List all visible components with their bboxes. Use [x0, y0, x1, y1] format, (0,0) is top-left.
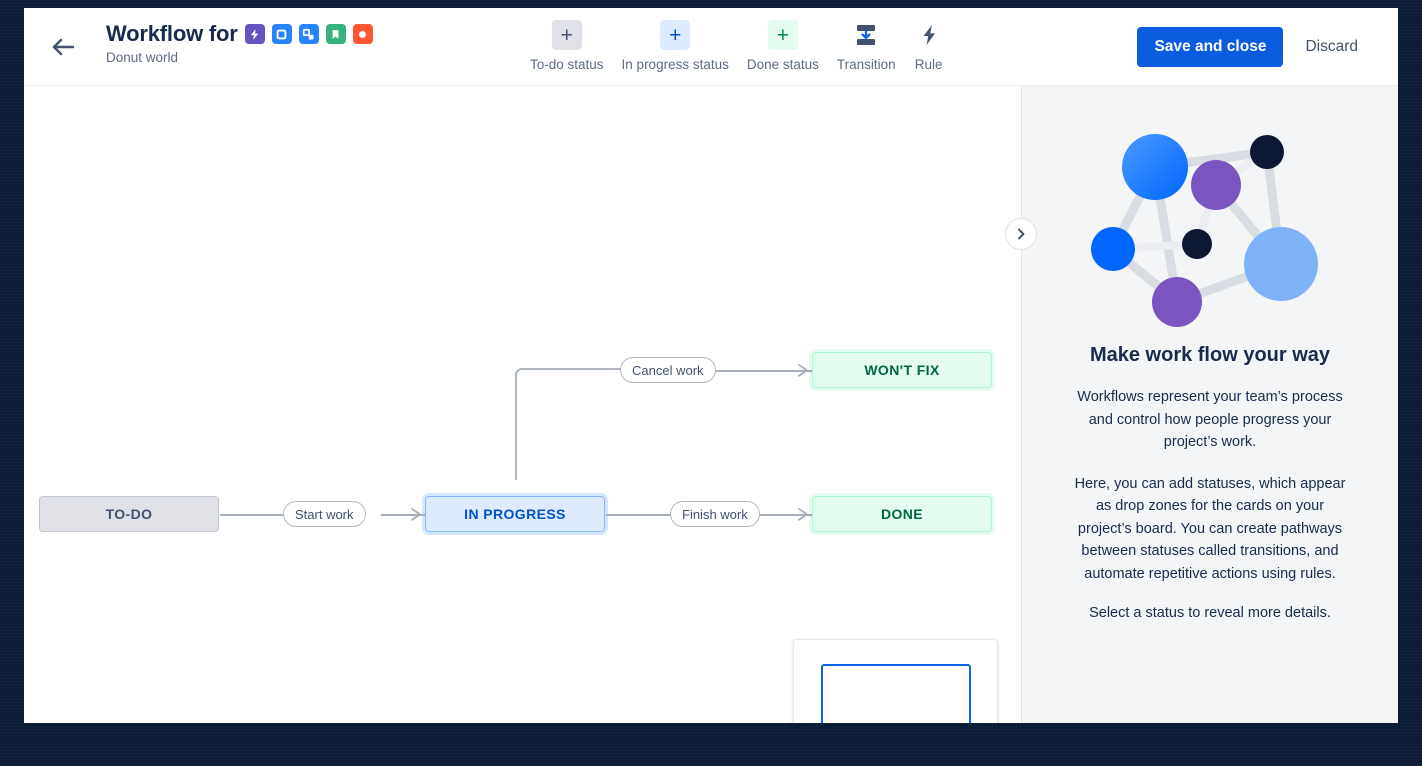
- app-header: Workflow for: [24, 8, 1398, 86]
- edge-progress-to-finish: [606, 514, 692, 516]
- transition-icon: [851, 20, 881, 50]
- panel-title: Make work flow your way: [1089, 344, 1331, 366]
- edge-progress-to-wontfix: [515, 368, 666, 480]
- back-button[interactable]: [46, 30, 80, 64]
- info-side-panel: Make work flow your way Workflows repres…: [1021, 86, 1398, 723]
- toolbar-label: To-do status: [530, 57, 604, 72]
- save-and-close-button[interactable]: Save and close: [1137, 27, 1284, 67]
- title-block: Workflow for: [106, 21, 373, 65]
- plus-icon: +: [660, 20, 691, 50]
- add-transition-button[interactable]: Transition: [828, 20, 905, 72]
- toolbar-label: Done status: [746, 57, 819, 72]
- panel-paragraph-3: Select a status to reveal more details.: [1089, 605, 1331, 621]
- status-node-done[interactable]: DONE: [812, 496, 992, 532]
- collapse-panel-button[interactable]: [1005, 218, 1037, 250]
- page-subtitle: Donut world: [106, 50, 179, 65]
- discard-button[interactable]: Discard: [1291, 27, 1372, 67]
- header-actions: Save and close Discard: [1137, 27, 1372, 67]
- subtask-icon: [298, 24, 319, 44]
- panel-paragraph-2: Here, you can add statuses, which appear…: [1074, 475, 1346, 582]
- panel-paragraph-1: Workflows represent your team’s process …: [1077, 389, 1343, 450]
- workflow-canvas[interactable]: Start work Finish work Cancel work TO-DO…: [24, 86, 1021, 723]
- arrowhead-icon: [798, 508, 808, 521]
- page-title: Workflow for: [106, 21, 238, 46]
- edge-cancel-to-wontfix: [714, 370, 812, 372]
- add-todo-status-button[interactable]: + To-do status: [521, 20, 613, 72]
- plus-icon: +: [767, 20, 798, 50]
- transition-label-cancel-work[interactable]: Cancel work: [620, 357, 716, 383]
- editor-body: Start work Finish work Cancel work TO-DO…: [24, 86, 1398, 723]
- title-row: Workflow for: [106, 21, 373, 47]
- edge-finish-to-done: [754, 514, 812, 516]
- epic-icon: [244, 24, 265, 44]
- toolbar: + To-do status + In progress status + Do…: [521, 20, 953, 72]
- toolbar-label: Transition: [836, 57, 896, 72]
- network-nodes-illustration: [1085, 112, 1335, 330]
- edge-todo-to-start: [220, 514, 318, 516]
- add-done-status-button[interactable]: + Done status: [738, 20, 828, 72]
- status-node-in-progress[interactable]: IN PROGRESS: [425, 496, 605, 532]
- add-rule-button[interactable]: Rule: [905, 20, 953, 72]
- transition-label-start-work[interactable]: Start work: [283, 501, 366, 527]
- toolbar-label: Rule: [914, 57, 943, 72]
- rule-icon: [914, 20, 944, 50]
- arrowhead-icon: [798, 364, 808, 377]
- toolbar-label: In progress status: [621, 57, 729, 72]
- plus-icon: +: [551, 20, 582, 50]
- minimap-panel[interactable]: [793, 639, 998, 723]
- task-icon: [271, 24, 292, 44]
- add-inprogress-status-button[interactable]: + In progress status: [613, 20, 738, 72]
- workflow-editor-window: Workflow for: [24, 8, 1398, 723]
- status-node-todo[interactable]: TO-DO: [39, 496, 219, 532]
- edge-start-to-progress: [381, 514, 425, 516]
- arrowhead-icon: [411, 508, 421, 521]
- story-icon: [325, 24, 346, 44]
- arrow-left-icon: [52, 38, 75, 56]
- chevron-right-icon: [1018, 228, 1025, 240]
- transition-label-finish-work[interactable]: Finish work: [670, 501, 760, 527]
- minimap-surface[interactable]: [794, 640, 997, 723]
- minimap-viewport-rect[interactable]: [821, 664, 971, 723]
- bug-icon: [352, 24, 373, 44]
- status-node-wont-fix[interactable]: WON'T FIX: [812, 352, 992, 388]
